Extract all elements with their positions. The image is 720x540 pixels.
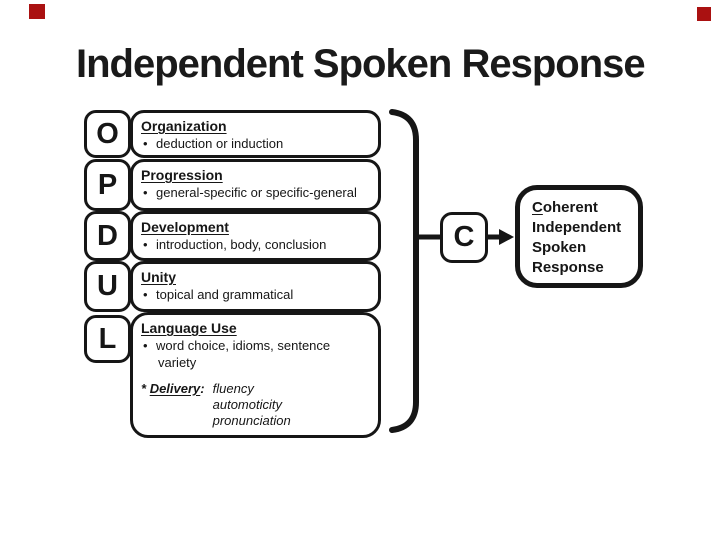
desc-box-organization: Organization • deduction or induction <box>130 110 381 158</box>
result-line-rest: oherent <box>542 199 598 216</box>
corner-marker-icon <box>29 4 45 19</box>
delivery-item: automoticity <box>212 397 282 412</box>
heading-organization: Organization <box>141 118 227 134</box>
bullet-icon: • <box>143 287 148 302</box>
bullet-text: general-specific or specific-general <box>156 185 357 200</box>
bullet-icon: • <box>143 237 148 252</box>
bullet-text: word choice, idioms, sentence <box>156 338 331 353</box>
bullet-text: topical and grammatical <box>156 287 294 302</box>
delivery-item: pronunciation <box>212 413 291 428</box>
bullet-icon: • <box>143 338 148 353</box>
delivery-prefix: * Delivery: <box>141 381 205 429</box>
desc-box-progression: Progression • general-specific or specif… <box>130 159 381 211</box>
delivery-colon: : <box>200 381 205 396</box>
arrowhead-icon <box>499 229 514 245</box>
bullet-icon: • <box>143 185 148 200</box>
delivery-item: fluency <box>212 381 254 396</box>
desc-box-language-use: Language Use • word choice, idioms, sent… <box>130 312 381 438</box>
result-line-response: Response <box>532 259 604 276</box>
bullet-unity: • topical and grammatical <box>141 286 372 303</box>
bullet-development: • introduction, body, conclusion <box>141 236 372 253</box>
heading-development: Development <box>141 219 229 235</box>
bullet-text: introduction, body, conclusion <box>156 237 327 252</box>
desc-box-unity: Unity • topical and grammatical <box>130 261 381 312</box>
bullet-icon: • <box>143 136 148 151</box>
letter-u: U <box>97 270 118 302</box>
letter-d: D <box>97 219 118 252</box>
letter-l: L <box>98 322 117 355</box>
desc-box-development: Development • introduction, body, conclu… <box>130 211 381 261</box>
result-line-coherent: Coherent <box>532 198 634 218</box>
bullet-progression: • general-specific or specific-general <box>141 184 372 201</box>
result-line-independent: Independent <box>532 219 622 236</box>
letter-box-p: P <box>84 159 131 211</box>
underlined-initial: C <box>532 199 543 216</box>
bullet-language-use: • word choice, idioms, sentence <box>141 337 372 354</box>
letter-box-l: L <box>84 315 131 363</box>
grouping-bracket-shape <box>389 109 419 433</box>
letter-c: C <box>453 221 475 253</box>
letter-o: O <box>96 117 119 150</box>
delivery-label: Delivery <box>149 381 201 396</box>
heading-language-use: Language Use <box>141 320 237 336</box>
letter-box-c: C <box>440 212 488 263</box>
result-line-spoken: Spoken <box>532 239 587 256</box>
letter-box-o: O <box>84 110 131 158</box>
letter-box-u: U <box>84 261 131 312</box>
result-box: Coherent Independent Spoken Response <box>515 185 643 288</box>
delivery-items: fluency automoticity pronunciation <box>213 381 291 429</box>
letter-p: P <box>97 168 118 201</box>
delivery-star: * <box>141 381 147 396</box>
heading-unity: Unity <box>141 269 176 285</box>
delivery-note: * Delivery: fluency automoticity pronunc… <box>141 381 372 429</box>
letter-box-d: D <box>84 211 131 261</box>
page-title: Independent Spoken Response <box>76 42 646 86</box>
corner-marker-icon <box>697 7 711 21</box>
bullet-text: deduction or induction <box>156 136 284 151</box>
heading-progression: Progression <box>141 167 223 183</box>
bullet-text-wrap: variety <box>158 355 197 370</box>
bullet-organization: • deduction or induction <box>141 135 372 152</box>
